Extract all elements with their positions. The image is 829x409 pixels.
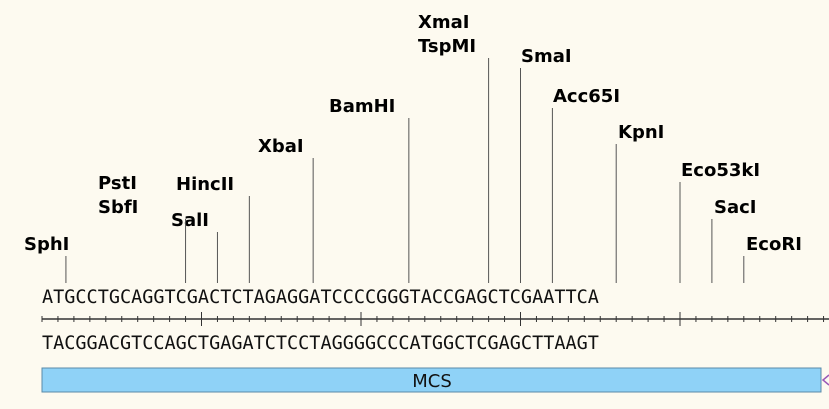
ruler-ticks xyxy=(41,312,825,326)
enzyme-label-eco53ki[interactable]: Eco53kI xyxy=(681,160,760,181)
enzyme-label-ecori[interactable]: EcoRI xyxy=(746,234,802,255)
enzyme-label-psti[interactable]: PstI xyxy=(98,173,137,194)
enzyme-label-hincii[interactable]: HincII xyxy=(176,174,234,195)
bottom-strand-sequence: TACGGACGTCCAGCTGAGATCTCCTAGGGGCCCATGGCTC… xyxy=(42,333,599,354)
enzyme-label-sbfi[interactable]: SbfI xyxy=(98,197,138,218)
feature-arrow-icon xyxy=(821,374,829,386)
mcs-feature-label: MCS xyxy=(412,371,452,392)
enzyme-label-kpni[interactable]: KpnI xyxy=(618,122,664,143)
enzyme-label-saci[interactable]: SacI xyxy=(714,197,756,218)
top-strand-sequence: ATGCCTGCAGGTCGACTCTAGAGGATCCCCGGGTACCGAG… xyxy=(42,287,599,308)
enzyme-label-smai[interactable]: SmaI xyxy=(521,46,572,67)
cut-site-leaders xyxy=(65,58,745,283)
enzyme-label-xbai[interactable]: XbaI xyxy=(258,136,304,157)
enzyme-label-xmai[interactable]: XmaI xyxy=(418,12,469,33)
enzyme-label-sphi[interactable]: SphI xyxy=(24,234,69,255)
enzyme-label-tspmi[interactable]: TspMI xyxy=(418,36,476,57)
enzyme-label-bamhi[interactable]: BamHI xyxy=(329,96,395,117)
enzyme-label-sali[interactable]: SalI xyxy=(171,210,209,231)
mcs-feature-bar[interactable] xyxy=(41,367,822,393)
enzyme-labels: SphI PstI SbfI SalI HincII XbaI BamHI XmaI TspMI… xyxy=(24,12,802,255)
enzyme-label-acc65i[interactable]: Acc65I xyxy=(553,86,620,107)
